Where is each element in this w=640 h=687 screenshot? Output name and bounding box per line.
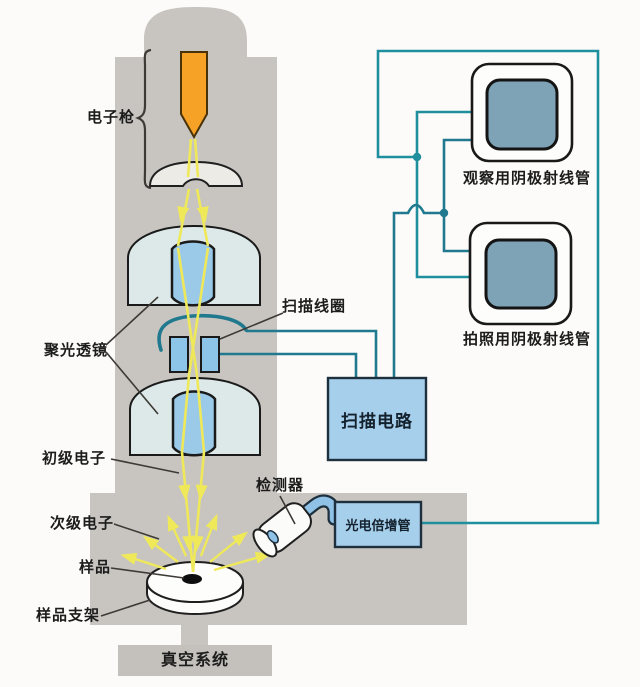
label-scan-coil: 扫描线圈: [282, 298, 347, 315]
condenser-lens-lower: [129, 376, 261, 457]
crt-screen: [484, 238, 558, 310]
light-pipe-end: [266, 530, 279, 544]
label-detector: 检测器: [256, 477, 305, 494]
photomultiplier-box: [333, 500, 423, 549]
label-secondary-electrons: 次级电子: [50, 515, 115, 532]
secondary-electron-arrows: [120, 513, 272, 572]
lens-bore: [171, 390, 217, 457]
anode-plate: [148, 160, 244, 187]
label-sample: 样品: [79, 559, 112, 576]
sample-stage: [146, 561, 244, 616]
scan-circuit-box: [326, 376, 428, 462]
wire-junction-dot: [439, 208, 449, 218]
label-crt-photography: 拍照用阴极射线管: [463, 331, 592, 348]
crt-screen: [485, 78, 559, 151]
crt-photography-monitor: [468, 221, 573, 326]
vacuum-box: [118, 645, 272, 676]
label-electron-gun: 电子枪: [87, 109, 136, 126]
condenser-lens-upper: [127, 224, 261, 307]
microscope-column: [90, 7, 467, 676]
label-condenser-lens: 聚光透镜: [44, 342, 109, 359]
label-pointers: [100, 48, 296, 617]
label-scan-circuit: 扫描电路: [341, 411, 413, 431]
pedestal: [181, 624, 208, 646]
sample-spot: [182, 574, 202, 584]
label-sample-holder: 样品支架: [36, 607, 101, 624]
wiring: [219, 49, 600, 525]
wire-junction-dot: [412, 152, 422, 162]
electron-gun-brace: [135, 48, 152, 190]
label-vacuum-system: 真空系统: [160, 652, 229, 669]
lens-bore: [170, 240, 216, 307]
coil-yoke: [157, 313, 248, 352]
electron-gun: [148, 51, 244, 187]
scan-coil: [157, 313, 248, 373]
crt-observation-monitor: [470, 62, 574, 163]
detector: [252, 502, 312, 558]
beam-arrows: [177, 206, 209, 552]
label-crt-observation: 观察用阴极射线管: [463, 170, 592, 187]
label-photomultiplier: 光电倍增管: [345, 518, 411, 533]
filament: [180, 51, 208, 140]
label-primary-electrons: 初级电子: [42, 450, 107, 467]
